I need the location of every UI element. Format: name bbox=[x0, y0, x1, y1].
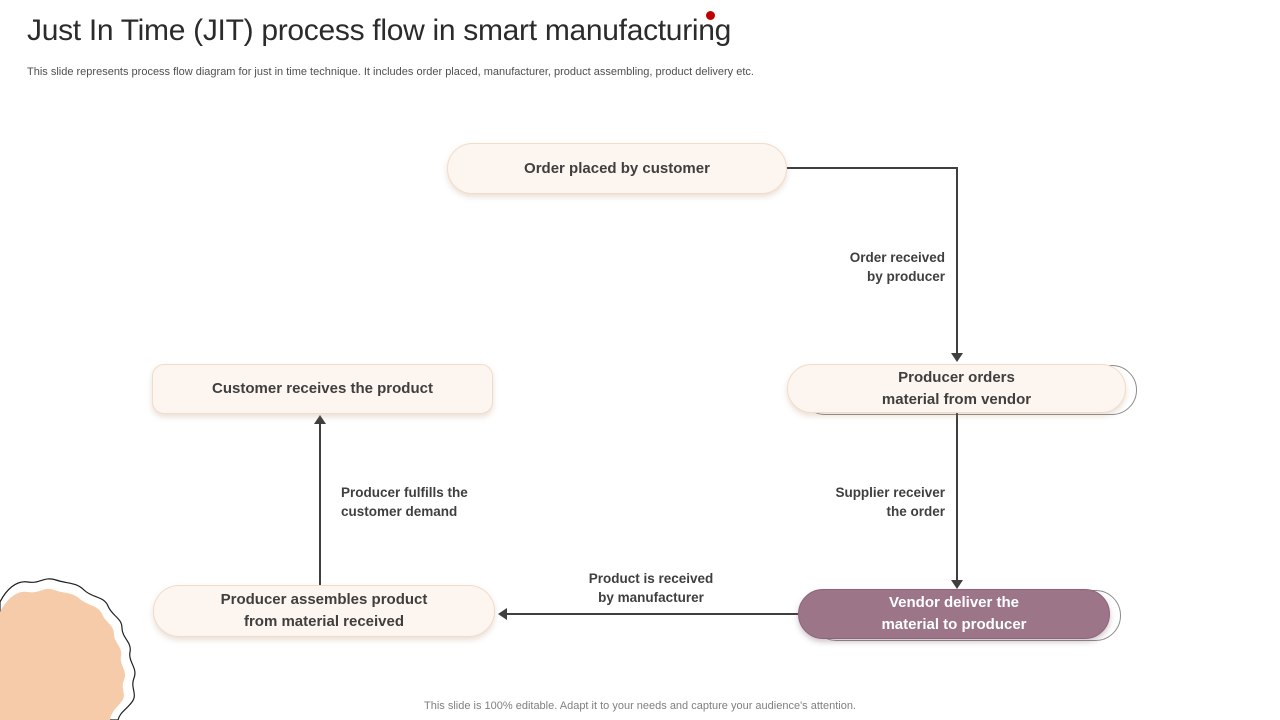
node-vendor-deliver[interactable]: Vendor deliver the material to producer bbox=[798, 589, 1121, 641]
arrow-up-icon bbox=[314, 415, 326, 424]
arrow-left-icon bbox=[498, 608, 507, 620]
edge-label-supplier-receiver: Supplier receiver the order bbox=[835, 485, 945, 519]
node-producer-orders[interactable]: Producer orders material from vendor bbox=[787, 364, 1137, 415]
edge-label-product-received: Product is received by manufacturer bbox=[588, 571, 714, 605]
page-title: Just In Time (JIT) process flow in smart… bbox=[27, 14, 732, 47]
blob-outline bbox=[0, 578, 136, 720]
connector-order-vertical bbox=[956, 167, 958, 353]
footer-note: This slide is 100% editable. Adapt it to… bbox=[424, 700, 856, 712]
connector-supplier-vertical bbox=[956, 413, 958, 580]
corner-blob-decoration bbox=[0, 578, 136, 720]
blob-fill bbox=[0, 588, 126, 720]
node-producer-assembles[interactable]: Producer assembles product from material… bbox=[153, 585, 495, 637]
connector-order-horizontal bbox=[787, 167, 958, 169]
red-dot-icon bbox=[706, 11, 715, 20]
connector-assemble-vertical bbox=[319, 424, 321, 585]
page-subtitle: This slide represents process flow diagr… bbox=[27, 66, 754, 78]
arrow-down-icon bbox=[951, 353, 963, 362]
edge-label-order-received: Order received by producer bbox=[849, 250, 945, 284]
connector-vendor-horizontal bbox=[507, 613, 798, 615]
edge-label-producer-fulfills: Producer fulfills the customer demand bbox=[341, 485, 468, 519]
node-order-placed[interactable]: Order placed by customer bbox=[447, 143, 787, 194]
arrow-down-icon bbox=[951, 580, 963, 589]
node-customer-receives[interactable]: Customer receives the product bbox=[152, 364, 493, 414]
